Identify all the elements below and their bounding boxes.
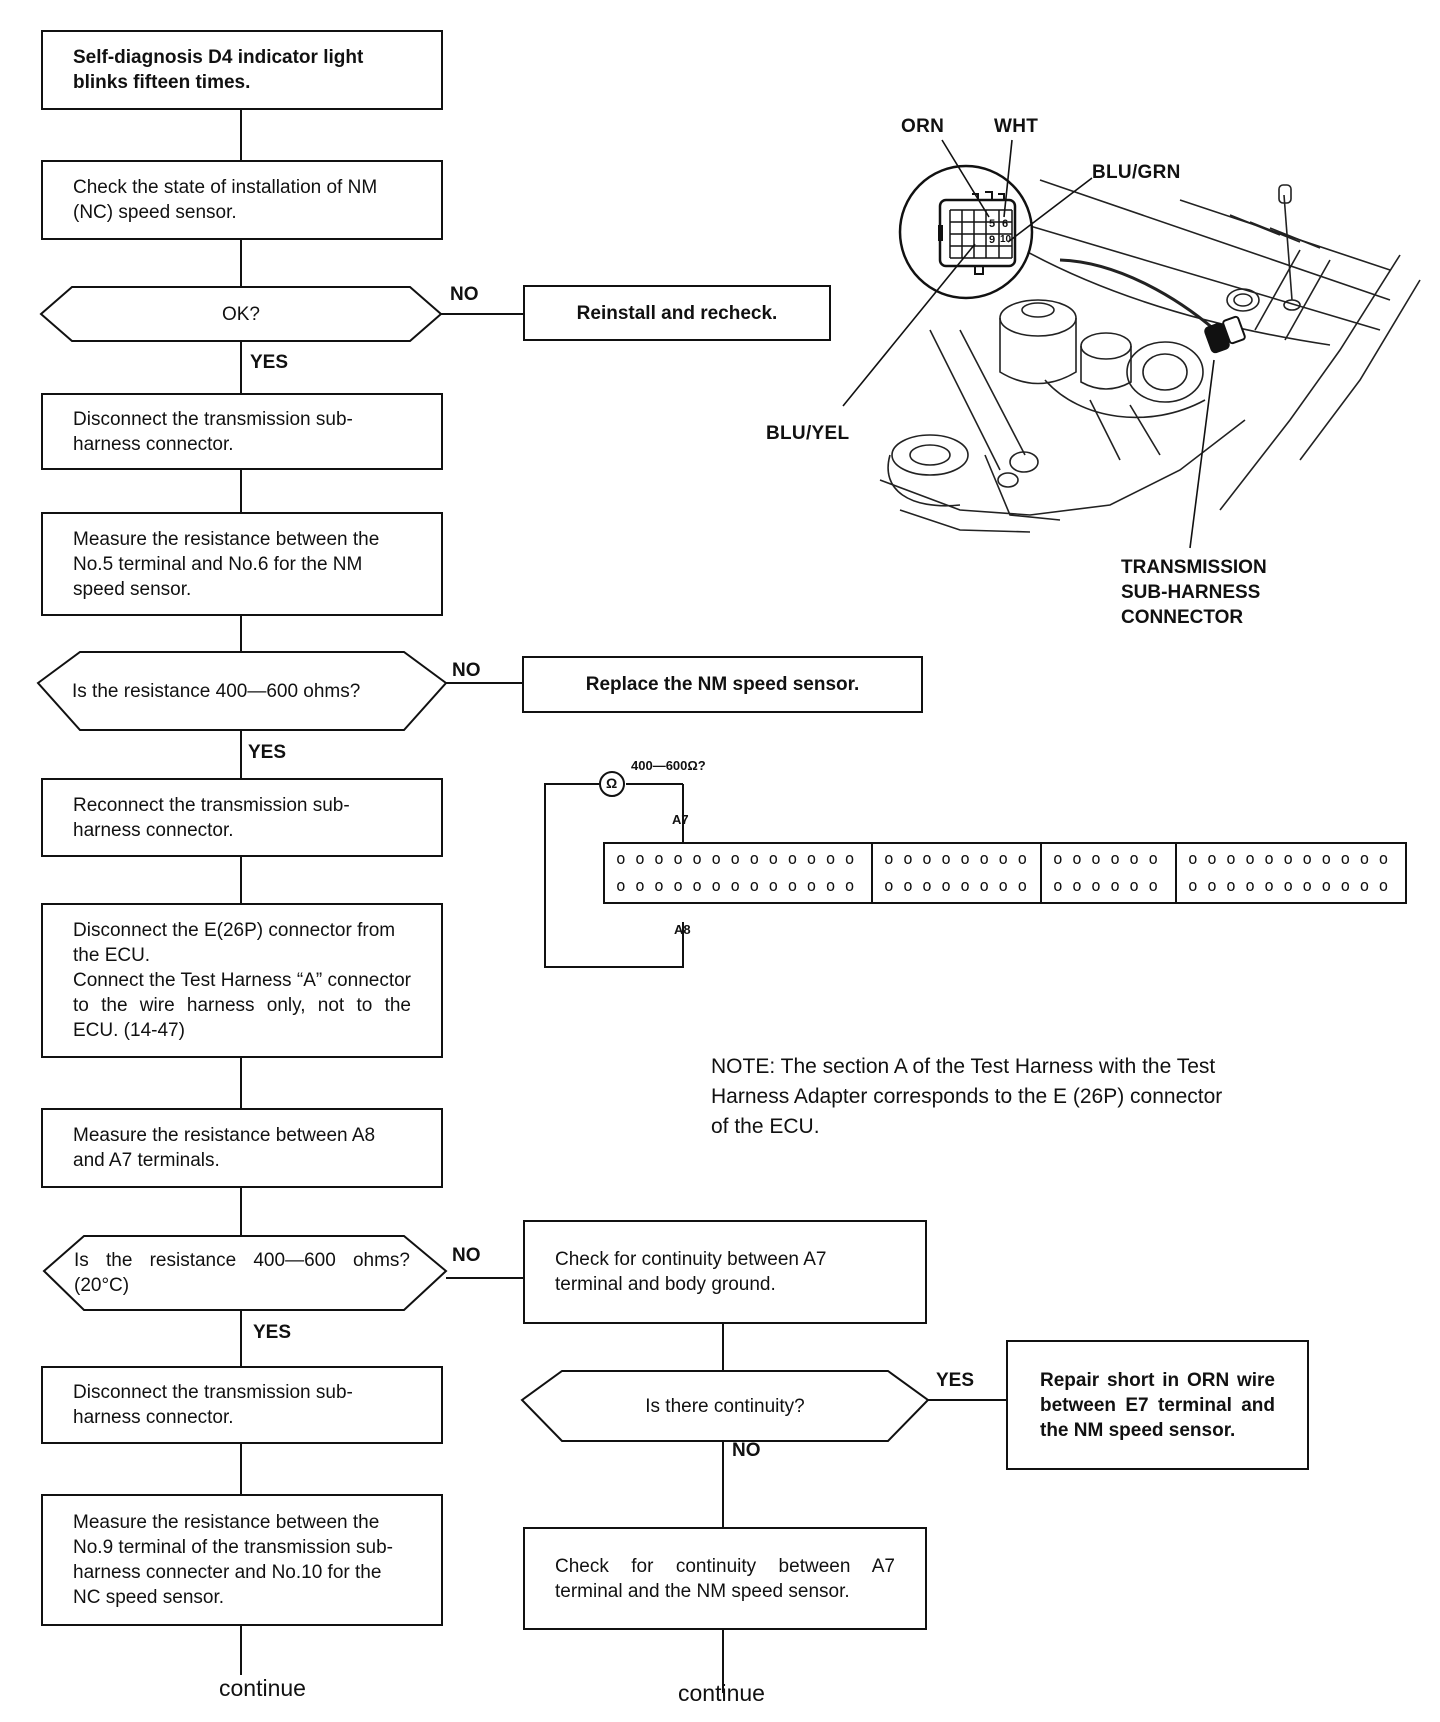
connector-callout-line-1: TRANSMISSION: [1121, 557, 1267, 578]
action-reinstall: Reinstall and recheck.: [523, 285, 831, 341]
decision-continuity: Is there continuity?: [562, 1371, 888, 1441]
decision-ok-text: OK?: [221, 303, 261, 325]
sub-harness-connector-icon: [1204, 315, 1246, 354]
label-no-3: NO: [452, 1245, 481, 1266]
label-yes-2: YES: [248, 742, 287, 763]
ecu-block-4-row-1: o o o o o o o o o o o: [1188, 849, 1389, 868]
note-line-1: NOTE: The section A of the Test Harness …: [711, 1055, 1216, 1078]
step-reconnect-subharness: Reconnect the transmission sub-harness c…: [41, 778, 443, 857]
ecu-block-2-row-1: o o o o o o o o: [884, 849, 1027, 868]
step-measure-9-10: Measure the resistance between the No.9 …: [41, 1494, 443, 1626]
step-measure-5-6: Measure the resistance between the No.5 …: [41, 512, 443, 616]
wire-label-wht: WHT: [994, 116, 1039, 137]
label-no-2: NO: [452, 660, 481, 681]
decision-resistance-1-text: Is the resistance 400—600 ohms?: [72, 680, 361, 702]
wire-label-orn: ORN: [901, 116, 945, 137]
decision-resistance-2: Is the resistance 400—600 ohms? (20°C): [74, 1240, 410, 1306]
connector-callout-line-3: CONNECTOR: [1121, 607, 1244, 628]
step-check-ground-continuity: Check for continuity between A7 terminal…: [523, 1220, 927, 1324]
ecu-block-3-row-2: o o o o o o: [1053, 876, 1158, 895]
step-disconnect-ecu: Disconnect the E(26P) connector from the…: [41, 903, 443, 1058]
action-reinstall-text: Reinstall and recheck.: [576, 302, 778, 324]
test-harness-note: NOTE: The section A of the Test Harness …: [711, 1052, 1222, 1142]
connector-detail-inset: [842, 139, 1215, 549]
wire-label-blu-grn: BLU/GRN: [1092, 162, 1181, 183]
ohmmeter-icon: Ω: [606, 775, 618, 791]
terminal-a7-label: A7: [672, 812, 689, 827]
continue-right: continue: [678, 1680, 765, 1706]
step-disconnect-subharness-2-text: Disconnect the transmission sub-harness …: [73, 1382, 353, 1428]
step-disconnect-subharness-2: Disconnect the transmission sub-harness …: [41, 1366, 443, 1444]
label-yes-1: YES: [250, 352, 289, 373]
step-check-sensor-continuity-text: Check for continuity between A7 terminal…: [555, 1555, 895, 1602]
ecu-block-2-row-2: o o o o o o o o: [884, 876, 1027, 895]
step-indicator-blinks: Self-diagnosis D4 indicator light blinks…: [41, 30, 443, 110]
step-measure-a8-a7: Measure the resistance between A8 and A7…: [41, 1108, 443, 1188]
step-check-installation-text: Check the state of installation of NM (N…: [73, 177, 378, 223]
continue-left: continue: [219, 1675, 306, 1701]
pin-5: 5: [989, 218, 996, 230]
ecu-block-4-row-2: o o o o o o o o o o o: [1188, 876, 1389, 895]
wire-label-blu-yel: BLU/YEL: [766, 423, 850, 444]
step-disconnect-subharness-1: Disconnect the transmission sub-harness …: [41, 393, 443, 470]
ecu-block-1-row-1: o o o o o o o o o o o o o: [616, 849, 855, 868]
step-measure-5-6-text: Measure the resistance between the No.5 …: [73, 528, 380, 600]
note-line-2: Harness Adapter corresponds to the E (26…: [711, 1085, 1223, 1108]
label-no-1: NO: [450, 284, 479, 305]
action-repair-short: Repair short in ORN wire between E7 term…: [1006, 1340, 1309, 1470]
step-indicator-blinks-text: Self-diagnosis D4 indicator light blinks…: [73, 47, 364, 93]
pin-6: 6: [1002, 218, 1009, 230]
step-measure-9-10-text: Measure the resistance between the No.9 …: [73, 1512, 393, 1608]
action-repair-short-text: Repair short in ORN wire between E7 term…: [1040, 1369, 1275, 1441]
ecu-block-1-row-2: o o o o o o o o o o o o o: [616, 876, 855, 895]
decision-continuity-text: Is there continuity?: [645, 1395, 805, 1417]
decision-resistance-1: Is the resistance 400—600 ohms?: [72, 656, 410, 726]
decision-ok: OK?: [72, 287, 410, 341]
note-line-3: of the ECU.: [711, 1115, 820, 1138]
decision-resistance-2-text: Is the resistance 400—600 ohms? (20°C): [74, 1250, 410, 1296]
step-disconnect-ecu-text: Disconnect the E(26P) connector from the…: [73, 920, 396, 966]
ohmmeter-test-diagram: [544, 771, 1407, 968]
step-check-sensor-continuity: Check for continuity between A7 terminal…: [523, 1527, 927, 1630]
pin-10: 10: [1000, 234, 1012, 245]
step-check-ground-continuity-text: Check for continuity between A7 terminal…: [555, 1249, 827, 1295]
step-connect-test-harness-text: Connect the Test Harness “A” connector t…: [73, 970, 411, 1041]
action-replace-nm-sensor-text: Replace the NM speed sensor.: [585, 674, 860, 695]
label-yes-3: YES: [253, 1322, 292, 1343]
terminal-a8-label: A8: [674, 922, 691, 937]
connector-callout-label: TRANSMISSION SUB-HARNESS CONNECTOR: [1121, 555, 1267, 630]
ecu-block-3-row-1: o o o o o o: [1053, 849, 1158, 868]
label-no-4: NO: [732, 1440, 761, 1461]
action-replace-nm-sensor: Replace the NM speed sensor.: [522, 656, 923, 713]
pin-9: 9: [989, 234, 996, 246]
ohmmeter-reading: 400—600Ω?: [631, 758, 706, 773]
connector-callout-line-2: SUB-HARNESS: [1121, 582, 1261, 603]
step-disconnect-subharness-1-text: Disconnect the transmission sub-harness …: [73, 408, 353, 455]
engine-bay-illustration: [879, 179, 1421, 533]
step-check-installation: Check the state of installation of NM (N…: [41, 160, 443, 240]
label-yes-4: YES: [936, 1370, 975, 1391]
step-reconnect-subharness-text: Reconnect the transmission sub-harness c…: [73, 794, 350, 841]
step-measure-a8-a7-text: Measure the resistance between A8 and A7…: [73, 1125, 376, 1171]
